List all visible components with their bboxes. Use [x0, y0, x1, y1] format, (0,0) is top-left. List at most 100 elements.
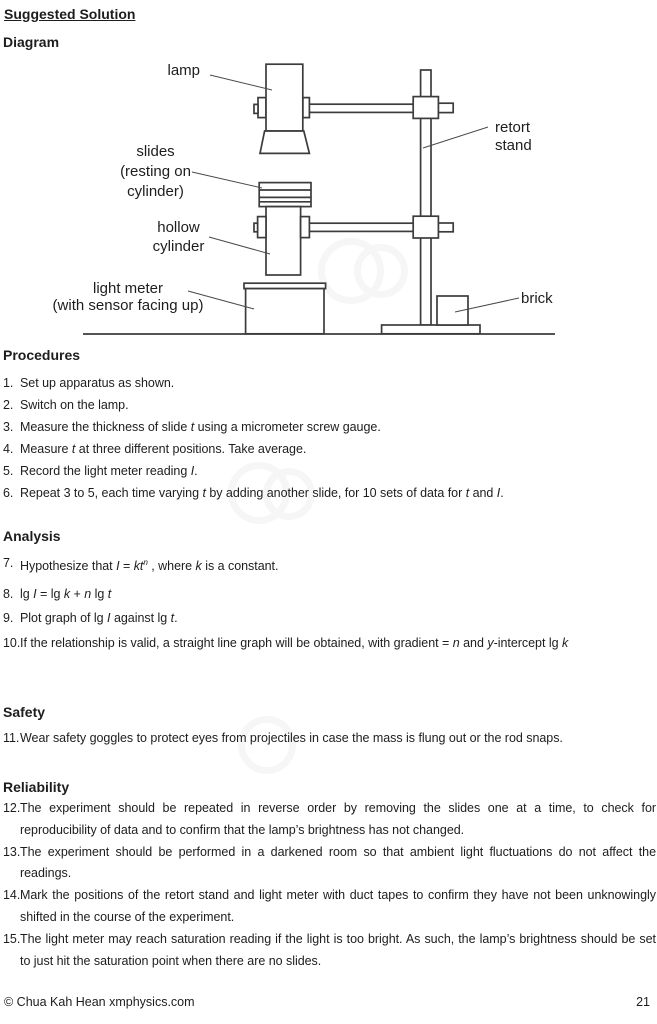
- leader-line-cylinder: [208, 236, 271, 255]
- crossbar-upper: [308, 103, 415, 114]
- list-item: 5. Record the light meter reading I.: [2, 460, 656, 482]
- procedures-list: 1. Set up apparatus as shown. 2. Switch on…: [2, 372, 656, 504]
- leader-line-meter: [187, 290, 255, 310]
- leader-line-slides: [191, 171, 263, 189]
- item-number: 3.: [3, 420, 14, 434]
- analysis-list: 7. Hypothesize that I = ktn , where k is …: [2, 552, 656, 654]
- safety-list: 11.Wear safety goggles to protect eyes f…: [2, 727, 656, 749]
- list-item: 9. Plot graph of lg I against lg t.: [2, 607, 656, 629]
- watermark: [354, 244, 408, 298]
- list-item: 13.The experiment should be performed in…: [2, 842, 656, 886]
- item-number: 11.: [3, 731, 20, 745]
- list-item: 7. Hypothesize that I = ktn , where k is …: [2, 552, 656, 577]
- item-text: If the relationship is valid, a straight…: [20, 636, 569, 651]
- diagram-heading: Diagram: [3, 34, 60, 50]
- list-item: 12.The experiment should be repeated in …: [2, 798, 656, 842]
- label-slides-line2: (resting on: [120, 163, 191, 180]
- item-text: The experiment should be repeated in rev…: [20, 801, 656, 837]
- lamp-hood: [258, 130, 311, 155]
- list-item: 6. Repeat 3 to 5, each time varying t by …: [2, 482, 656, 504]
- label-retort-line2: stand: [495, 136, 532, 154]
- reliability-list: 12.The experiment should be repeated in …: [2, 798, 656, 972]
- label-meter-line1: light meter: [92, 280, 164, 297]
- item-number: 9.: [3, 611, 14, 626]
- watermark: [263, 468, 315, 520]
- list-item: 14.Mark the positions of the retort stan…: [2, 885, 656, 929]
- item-text: Mark the positions of the retort stand a…: [20, 888, 656, 924]
- reliability-heading: Reliability: [3, 779, 70, 795]
- label-hollow-line2: cylinder: [152, 237, 205, 255]
- list-item: 2. Switch on the lamp.: [2, 394, 656, 416]
- lamp-clamp-right: [301, 96, 311, 119]
- label-retort-line1: retort: [495, 119, 531, 136]
- item-number: 6.: [3, 486, 14, 500]
- item-number: 10.: [3, 636, 21, 651]
- hollow-cylinder: [265, 205, 302, 276]
- clamp-boss-upper: [412, 95, 440, 120]
- boss-nub-lower: [437, 222, 455, 233]
- label-meter-line2: (with sensor facing up): [52, 296, 204, 314]
- crossbar-lower: [308, 222, 415, 233]
- label-hollow-cylinder: hollow cylinder: [116, 219, 241, 256]
- lamp-clamp-left: [257, 96, 267, 119]
- list-item: 10.If the relationship is valid, a strai…: [2, 632, 656, 654]
- item-number: 12.: [3, 801, 21, 815]
- list-item: 3. Measure the thickness of slide t using…: [2, 416, 656, 438]
- page-number: 21: [636, 995, 650, 1009]
- item-text: Measure t at three different positions. …: [20, 442, 307, 456]
- item-text: The light meter may reach saturation rea…: [20, 931, 656, 968]
- label-slides-line1: slides: [136, 143, 175, 160]
- list-item: 8. lg I = lg k + n lg t: [2, 583, 656, 605]
- procedures-heading: Procedures: [3, 347, 81, 363]
- item-number: 7.: [3, 556, 14, 570]
- footer-copyright: © Chua Kah Hean xmphysics.com: [4, 995, 195, 1009]
- item-text: Wear safety goggles to protect eyes from…: [20, 731, 563, 745]
- item-text: Set up apparatus as shown.: [20, 376, 175, 390]
- cylinder-clamp-right: [299, 215, 311, 239]
- label-retort-stand: retort stand: [495, 119, 565, 154]
- analysis-heading: Analysis: [3, 528, 61, 544]
- item-text: Measure the thickness of slide t using a…: [20, 420, 381, 434]
- item-number: 15.: [3, 931, 21, 946]
- lamp-clamp-screw: [253, 103, 259, 115]
- leader-line-retort: [422, 126, 489, 149]
- list-item: 1. Set up apparatus as shown.: [2, 372, 656, 394]
- label-lamp: lamp: [167, 62, 200, 79]
- cylinder-clamp-left: [256, 215, 267, 239]
- apparatus-diagram: [83, 63, 555, 335]
- list-item: 4. Measure t at three different positions…: [2, 438, 656, 460]
- label-hollow-line1: hollow: [157, 219, 200, 236]
- safety-heading: Safety: [3, 704, 46, 720]
- boss-nub-upper: [437, 102, 455, 114]
- lamp-body: [265, 63, 304, 132]
- item-text: Hypothesize that I = ktn , where k is a …: [20, 558, 279, 574]
- item-number: 8.: [3, 587, 14, 602]
- item-text: The experiment should be performed in a …: [20, 844, 656, 881]
- item-number: 2.: [3, 398, 14, 412]
- item-text: Plot graph of lg I against lg t.: [20, 611, 178, 626]
- item-number: 13.: [3, 844, 21, 859]
- item-number: 4.: [3, 442, 14, 456]
- light-meter-body: [244, 287, 325, 335]
- clamp-boss-lower: [412, 215, 440, 239]
- slides-stack: [258, 181, 312, 208]
- item-text: Record the light meter reading I.: [20, 464, 198, 478]
- label-light-meter: light meter (with sensor facing up): [38, 280, 218, 314]
- label-slides-line3: cylinder): [127, 183, 184, 200]
- item-text: lg I = lg k + n lg t: [20, 587, 112, 602]
- label-slides: slides (resting on cylinder): [93, 142, 218, 202]
- item-number: 14.: [3, 888, 21, 903]
- leader-line-lamp: [209, 74, 273, 91]
- item-number: 1.: [3, 376, 14, 390]
- list-item: 11.Wear safety goggles to protect eyes f…: [2, 727, 656, 749]
- item-text: Switch on the lamp.: [20, 398, 129, 412]
- watermark: [238, 716, 296, 774]
- page-title: Suggested Solution: [4, 6, 136, 22]
- item-number: 5.: [3, 464, 14, 478]
- cylinder-clamp-screw: [253, 222, 259, 233]
- label-brick: brick: [521, 290, 553, 307]
- base-plate: [380, 324, 481, 335]
- item-text: Repeat 3 to 5, each time varying t by ad…: [20, 486, 504, 500]
- leader-line-brick: [454, 297, 520, 313]
